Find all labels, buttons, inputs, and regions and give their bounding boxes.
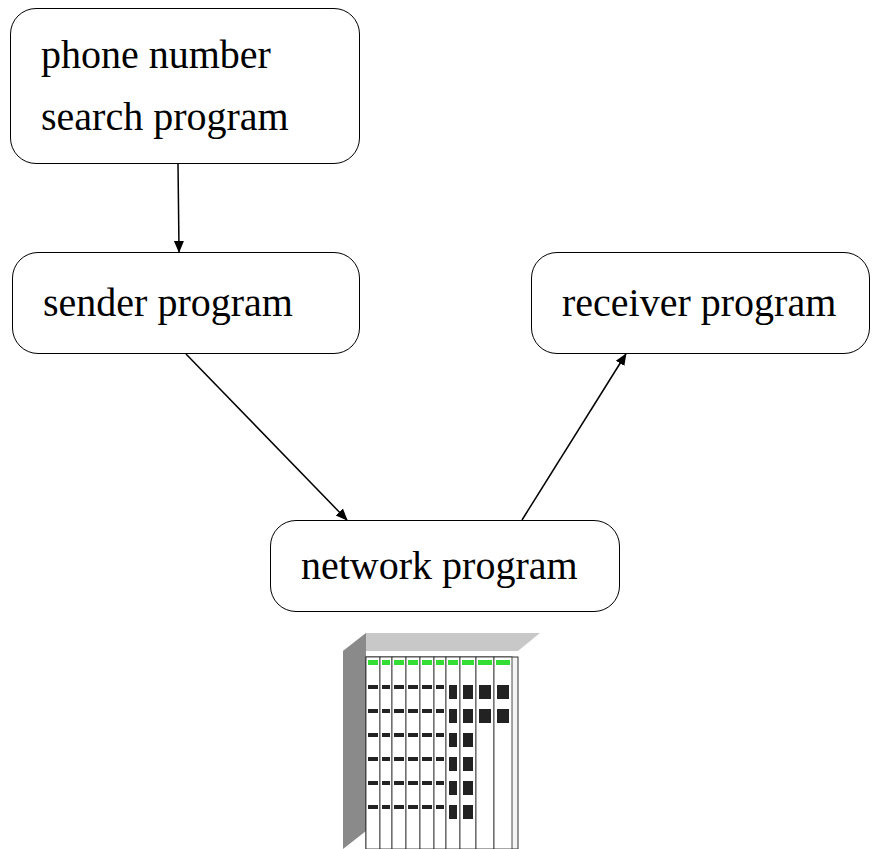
chassis-front xyxy=(366,657,518,849)
process-box: network program xyxy=(270,520,620,612)
process-box: sender program xyxy=(12,252,360,354)
box-label: phone number search program xyxy=(41,24,329,148)
box-label: receiver program xyxy=(562,272,836,334)
arrow-connector xyxy=(178,164,179,252)
chassis-side xyxy=(343,633,366,849)
arrow-connector xyxy=(186,354,347,520)
line-cards xyxy=(366,657,512,849)
process-box: phone number search program xyxy=(10,8,360,164)
box-label: network program xyxy=(301,535,578,597)
box-label: sender program xyxy=(43,272,293,334)
process-box: receiver program xyxy=(531,252,870,354)
router-illustration xyxy=(330,625,540,849)
chassis-top xyxy=(343,633,540,651)
arrow-connector xyxy=(522,354,626,520)
